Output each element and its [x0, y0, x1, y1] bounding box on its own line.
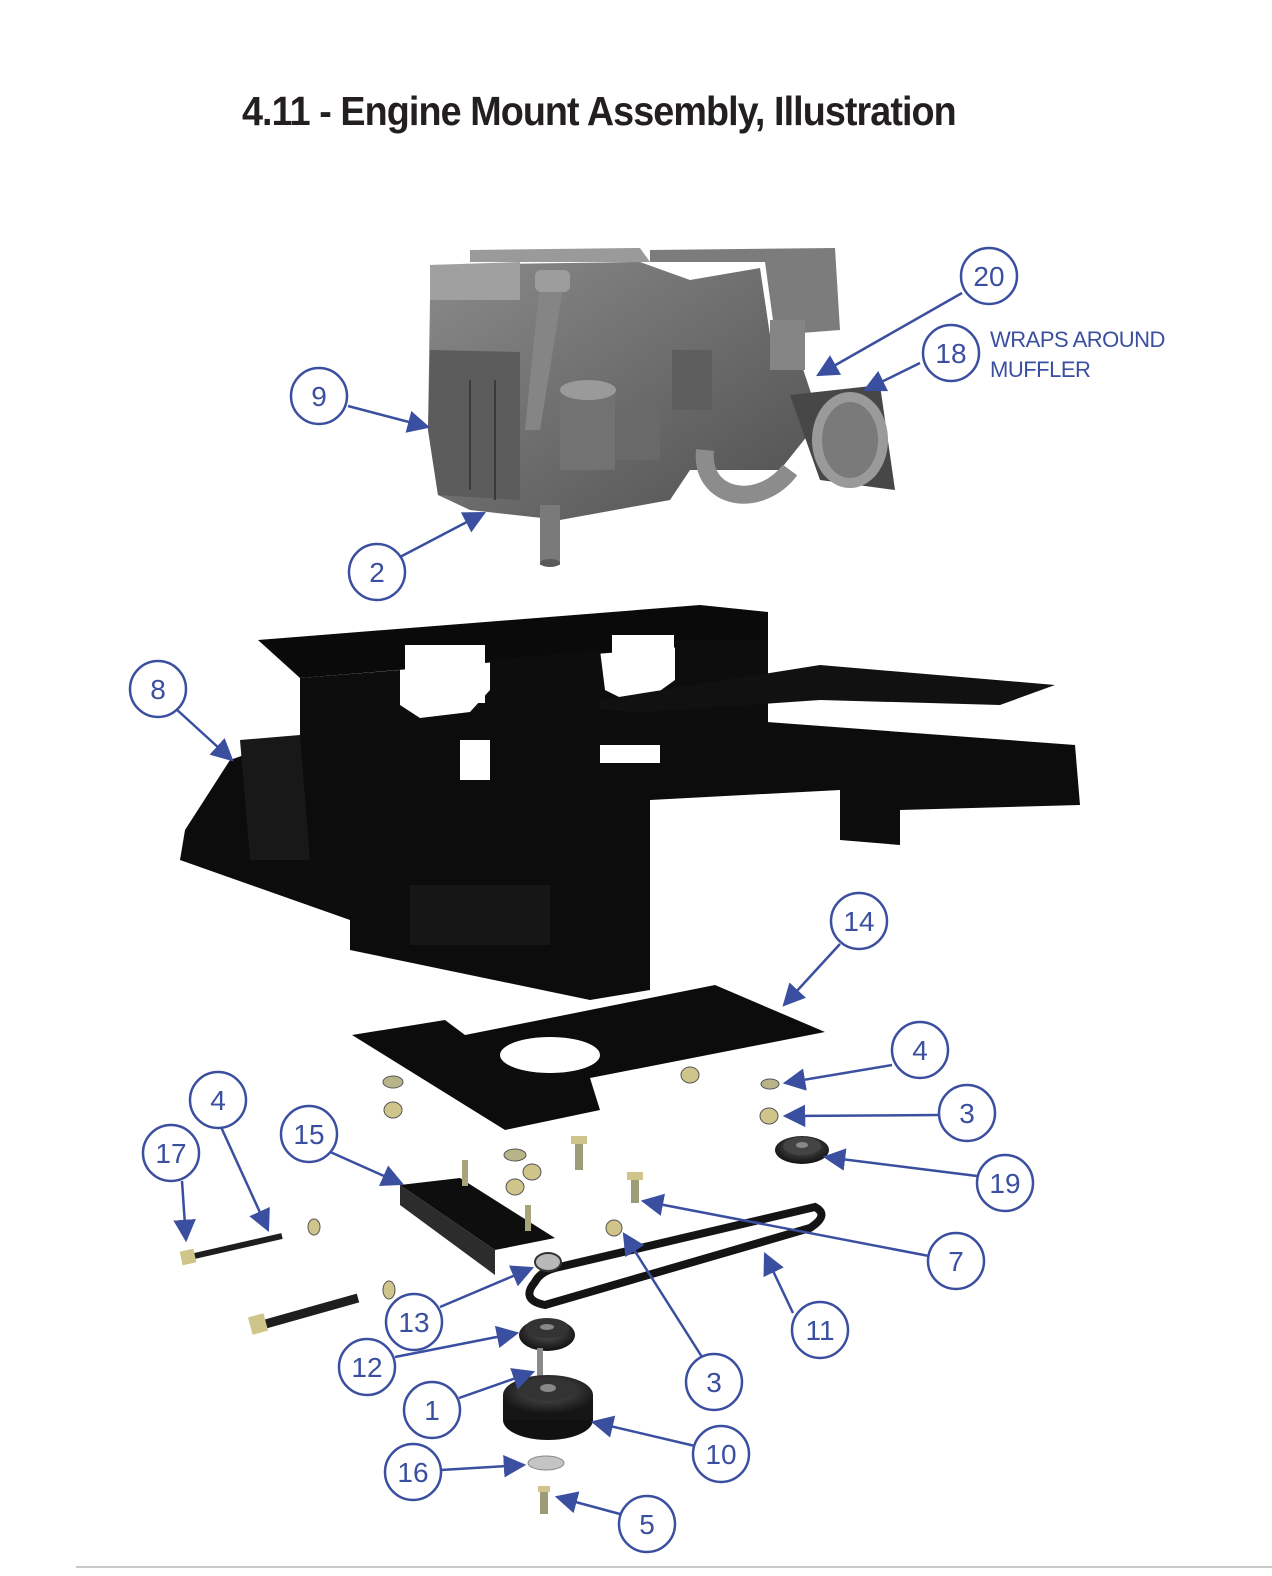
callout-circle-17: [141, 1123, 201, 1183]
callout-circle-4a: [890, 1020, 950, 1080]
spacer-13: [534, 1252, 562, 1272]
callout-circle-8: [128, 659, 188, 719]
mounting-plate: [352, 985, 825, 1130]
callout-20: 20: [973, 261, 1004, 292]
callout-circle-15: [279, 1104, 339, 1164]
callout-3b: 3: [706, 1367, 722, 1398]
callout-4b: 4: [210, 1085, 226, 1116]
callout-circle-4b: [188, 1070, 248, 1130]
callout-7: 7: [948, 1246, 964, 1277]
idler-pulley-19: [775, 1136, 829, 1164]
callout-14: 14: [843, 906, 874, 937]
callout-circle-9: [289, 366, 349, 426]
callout-circle-20: [959, 246, 1019, 306]
callout-16: 16: [397, 1457, 428, 1488]
callout-circle-13: [384, 1292, 444, 1352]
callout-10: 10: [705, 1439, 736, 1470]
callout-15: 15: [293, 1119, 324, 1150]
callout-1: 1: [424, 1395, 440, 1426]
callout-13: 13: [398, 1307, 429, 1338]
callout-circle-18: [921, 323, 981, 383]
callout-17: 17: [155, 1138, 186, 1169]
callout-12: 12: [351, 1352, 382, 1383]
callout-bubbles: [128, 246, 1035, 1554]
hardware: [307, 1066, 780, 1300]
callout-circle-12: [337, 1337, 397, 1397]
pulley-10: [503, 1375, 593, 1440]
callout-3a: 3: [959, 1098, 975, 1129]
callout-18: 18: [935, 338, 966, 369]
callout-19: 19: [989, 1168, 1020, 1199]
callout-4a: 4: [912, 1035, 928, 1066]
engine: [428, 248, 895, 567]
callout-circle-16: [383, 1442, 443, 1502]
callout-5: 5: [639, 1509, 655, 1540]
callout-2: 2: [369, 557, 385, 588]
leader-lines: [173, 291, 978, 1516]
callout-circle-3b: [684, 1352, 744, 1412]
shaft-1: [537, 1348, 543, 1384]
pulley-12: [519, 1318, 575, 1351]
bottom-rule: [76, 1566, 1272, 1568]
callout-circle-5: [617, 1494, 677, 1554]
callout-circle-1: [402, 1380, 462, 1440]
washer-16: [527, 1455, 565, 1471]
bolt-5: [538, 1486, 550, 1514]
long-bolts: [179, 1233, 360, 1335]
engine-mount-frame: [180, 605, 1080, 1000]
callout-circle-14: [829, 891, 889, 951]
bracket-15: [400, 1160, 555, 1275]
callout-circle-2: [347, 542, 407, 602]
muffler-note-line1: WRAPS AROUND: [990, 327, 1165, 352]
callout-circle-11: [790, 1300, 850, 1360]
callout-circle-19: [975, 1153, 1035, 1213]
callout-circle-3a: [937, 1083, 997, 1143]
muffler-note-line2: MUFFLER: [990, 357, 1090, 382]
page-title: 4.11 - Engine Mount Assembly, Illustrati…: [242, 88, 957, 134]
callout-9: 9: [311, 381, 327, 412]
belt-11: [525, 1202, 826, 1310]
callout-numbers: 20 18 9 2 8 14 4 3 19 4 17 15 7 11 13 3 …: [150, 261, 1020, 1540]
callout-circle-10: [691, 1424, 751, 1484]
callout-8: 8: [150, 674, 166, 705]
callout-circle-7: [926, 1231, 986, 1291]
callout-11: 11: [805, 1315, 834, 1346]
